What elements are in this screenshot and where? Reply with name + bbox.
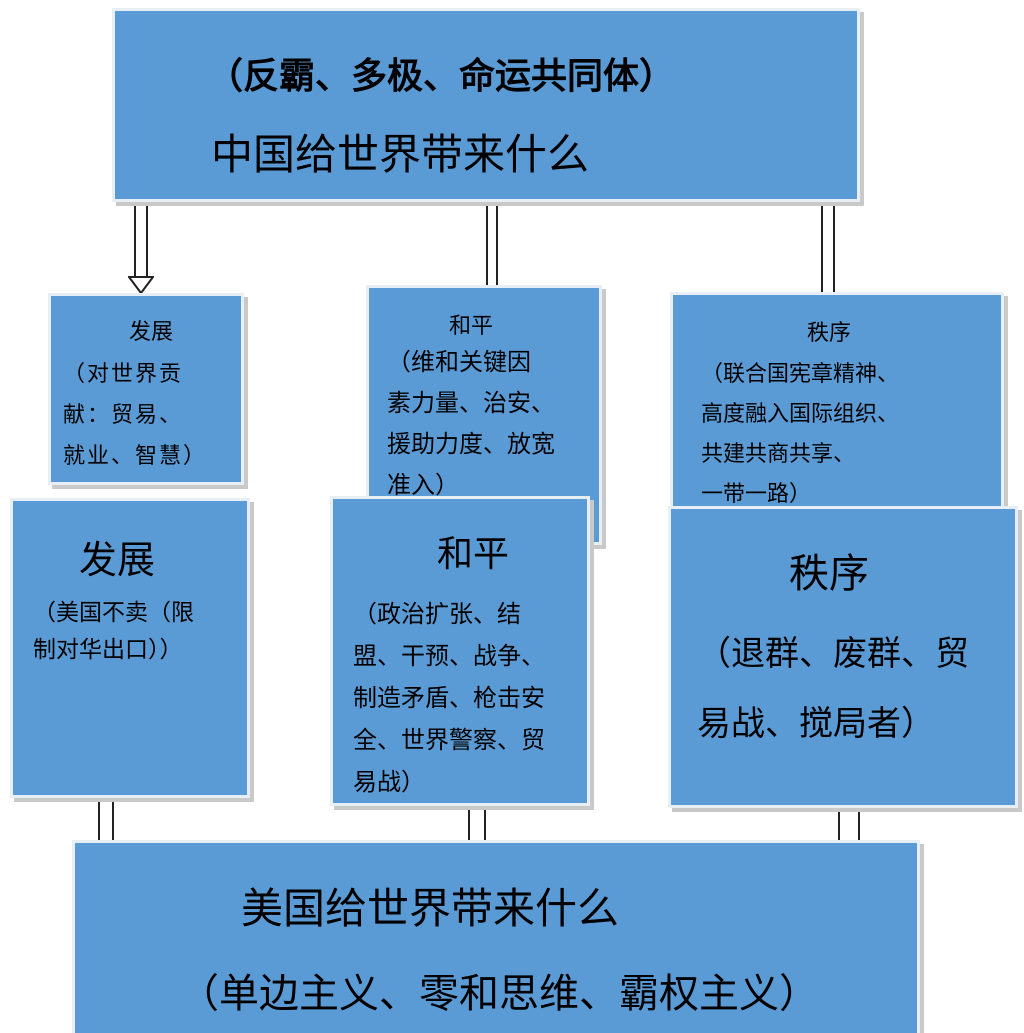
china-order-detail: （联合国宪章精神、 高度融入国际组织、 共建共商共享、 一带一路）: [701, 362, 900, 507]
arrow-head-icon: [128, 276, 154, 294]
china-contribution-box: （反霸、多极、命运共同体） 中国给世界带来什么: [112, 8, 860, 202]
us-peace-detail: （政治扩张、结 盟、干预、战争、 制造矛盾、枪击安 全、世界警察、贸 易战）: [353, 600, 545, 796]
connector-china-peace: [486, 200, 498, 288]
us-subtitle: （单边主义、零和思维、霸权主义）: [179, 971, 819, 1017]
us-development-box: 发展 （美国不卖（限 制对华出口））: [10, 498, 250, 798]
us-order-heading: 秩序: [789, 551, 869, 597]
us-title: 美国给世界带来什么: [241, 884, 620, 933]
us-development-heading: 发展: [79, 538, 156, 582]
us-contribution-box: 美国给世界带来什么 （单边主义、零和思维、霸权主义）: [72, 840, 920, 1033]
china-title: 中国给世界带来什么: [211, 130, 590, 179]
china-development-detail: （对世界贡 献：贸易、 就业、智慧）: [63, 362, 208, 469]
us-peace-box: 和平 （政治扩张、结 盟、干预、战争、 制造矛盾、枪击安 全、世界警察、贸 易战…: [330, 496, 590, 806]
china-order-box: 秩序 （联合国宪章精神、 高度融入国际组织、 共建共商共享、 一带一路）: [670, 292, 1004, 514]
us-order-box: 秩序 （退群、废群、贸 易战、搅局者）: [668, 506, 1018, 808]
china-development-box: 发展 （对世界贡 献：贸易、 就业、智慧）: [48, 293, 244, 485]
china-peace-detail: （维和关键因 素力量、治安、 援助力度、放宽 准入）: [387, 348, 555, 499]
connector-china-development: [134, 200, 148, 280]
us-peace-heading: 和平: [437, 534, 510, 575]
us-order-detail: （退群、废群、贸 易战、搅局者）: [697, 634, 969, 744]
china-subtitle: （反霸、多极、命运共同体）: [207, 55, 676, 97]
china-development-heading: 发展: [129, 320, 174, 345]
china-peace-heading: 和平: [449, 314, 494, 339]
us-development-detail: （美国不卖（限 制对华出口））: [33, 600, 194, 663]
china-order-heading: 秩序: [807, 321, 852, 346]
connector-china-order: [821, 190, 835, 298]
